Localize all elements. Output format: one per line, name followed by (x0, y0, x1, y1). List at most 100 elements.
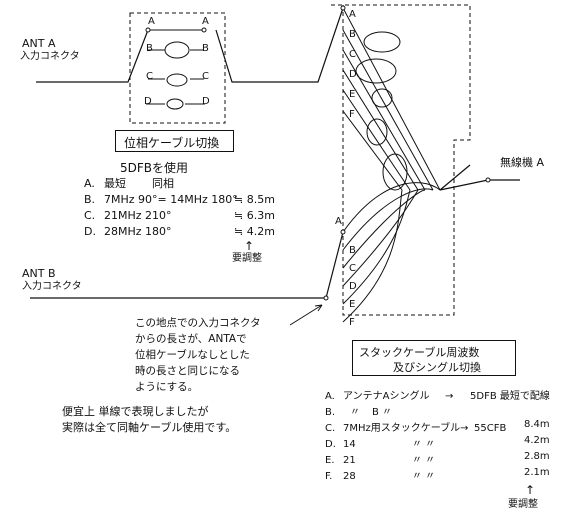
stack-list-d-key: D. (325, 439, 336, 450)
stack-list-c-arrow: → (460, 423, 469, 434)
stack-list-d-text: 14 (343, 439, 356, 450)
stackb-c-line (342, 189, 426, 269)
stack-list-d-target: 〃 〃 (412, 439, 436, 450)
stack-list-b-key: B. (325, 407, 336, 418)
phase-coil-d (166, 98, 184, 110)
stack-list-f-key: F. (325, 471, 333, 482)
stack-adjust-arrow: ↑ (525, 483, 536, 497)
note-line: 時の長さと同じになる (135, 365, 240, 377)
ant-b-name: ANT B (22, 267, 56, 280)
convenience-note-line2: 実際は全て同軸ケーブル使用です。 (62, 421, 237, 434)
cable-row-c-key: C. (84, 209, 96, 222)
stack-list-c-key: C. (325, 423, 336, 434)
stack-b-line (342, 29, 434, 191)
stack-list-a-arrow: → (445, 391, 454, 402)
stack-list-c-value: 8.4m (524, 419, 550, 430)
cable-row-d-key: D. (84, 225, 96, 238)
stack-list-f-value: 2.1m (524, 467, 550, 478)
cable-spec-heading: 5DFBを使用 (120, 161, 189, 175)
stack-list-a-text: アンテナAシングル (343, 391, 430, 402)
stack-coil-e (366, 118, 388, 146)
stackb-a-line (342, 182, 441, 233)
stack-list-a-key: A. (325, 391, 335, 402)
radio-a-label: 無線機 A (500, 156, 545, 169)
cable-row-a-value: 同相 (152, 177, 174, 190)
note-line: ようにする。 (135, 381, 199, 393)
stack-port-bottom-e: E (349, 299, 356, 310)
stack-port-bottom-c: C (349, 263, 356, 274)
phase-port-left-a: A (148, 16, 155, 27)
phase-port-right-b: B (202, 43, 209, 54)
stackb-e-line (342, 189, 411, 305)
cable-adjust-note: 要調整 (232, 253, 262, 264)
stack-list-f-text: 28 (343, 471, 356, 482)
stack-list-d-value: 4.2m (524, 435, 550, 446)
stack-list-b-text: 〃 (350, 407, 360, 418)
phase-port-left-b: B (146, 43, 153, 54)
stack-f-line (342, 110, 403, 191)
note-line: からの長さが、ANTAで (135, 333, 247, 345)
phase-switch-title: 位相ケーブル切換 (124, 136, 220, 150)
cable-row-a-key: A. (84, 177, 95, 190)
stack-list-f-target: 〃 〃 (412, 471, 436, 482)
stack-port-bottom-f: F (349, 317, 355, 328)
stack-port-left-b: B (349, 29, 356, 40)
phase-coil-c (166, 73, 188, 87)
stack-list-e-text: 21 (343, 455, 356, 466)
stack-port-bottom-b: B (349, 245, 356, 256)
convenience-note-line1: 便宜上 単線で表現しましたが (62, 405, 209, 418)
note-line: 位相ケーブルなしとした (135, 349, 250, 361)
phase-out-wire (215, 7, 344, 83)
stack-port-bottom-d: D (349, 281, 357, 292)
cable-row-c-text: 21MHz 210° (104, 209, 172, 222)
stack-list-e-target: 〃 〃 (412, 455, 436, 466)
phase-port-left-d: D (144, 96, 152, 107)
stack-e-line (342, 89, 411, 191)
stack-port-left-d: D (349, 69, 357, 80)
stack-list-b-target: B 〃 (372, 407, 393, 418)
stack-list-e-key: E. (325, 455, 335, 466)
stack-coil-f (382, 153, 408, 191)
stack-d-line (342, 69, 419, 191)
stack-switch-label-box: スタックケーブル周波数 及びシングル切換 (352, 340, 516, 376)
stack-coil-d (371, 88, 393, 108)
stack-switch-title-1: スタックケーブル周波数 (359, 346, 480, 359)
stack-switch-title-2: 及びシングル切換 (393, 361, 481, 374)
cable-adjust-arrow: ↑ (244, 239, 255, 253)
pointer-arrow (289, 304, 323, 326)
cable-row-d-text: 28MHz 180° (104, 225, 172, 238)
phase-switch-label-box: 位相ケーブル切換 (115, 130, 234, 152)
cable-row-b-text: 7MHz 90°= 14MHz 180° (104, 193, 238, 206)
stack-coil-b (363, 31, 401, 53)
ant-a-wire (36, 29, 149, 83)
stack-port-left-f: F (349, 109, 355, 120)
ant-b-sub: 入力コネクタ (22, 281, 82, 292)
cable-row-c-value: ≒ 6.3m (234, 209, 275, 222)
phase-port-right-a: A (202, 16, 209, 27)
stack-port-left-c: C (349, 49, 356, 60)
ant-a-sub: 入力コネクタ (20, 51, 80, 62)
stack-list-c-target: 55CFB (474, 423, 507, 434)
cable-row-b-value: ≒ 8.5m (234, 193, 275, 206)
phase-port-right-d: D (202, 96, 210, 107)
phase-port-left-c: C (146, 71, 153, 82)
stack-port-bottom-a: A (335, 216, 342, 227)
stackb-b-line (342, 188, 434, 251)
cable-row-b-key: B. (84, 193, 96, 206)
stack-switch-enclosure (331, 4, 471, 316)
stack-list-a-target: 5DFB 最短で配線 (470, 391, 550, 402)
ant-a-name: ANT A (22, 37, 56, 50)
phase-switch-enclosure (129, 12, 226, 124)
cable-row-a-text: 最短 (104, 177, 126, 190)
stack-port-left-e: E (349, 89, 356, 100)
stack-coil-c (355, 58, 397, 84)
phase-port-right-c: C (202, 71, 209, 82)
stackb-f-line (342, 189, 403, 323)
stack-port-left-a: A (349, 9, 356, 20)
stackb-d-line (342, 189, 419, 287)
stack-list-e-value: 2.8m (524, 451, 550, 462)
cable-row-d-value: ≒ 4.2m (234, 225, 275, 238)
stack-adjust-note: 要調整 (508, 499, 538, 510)
